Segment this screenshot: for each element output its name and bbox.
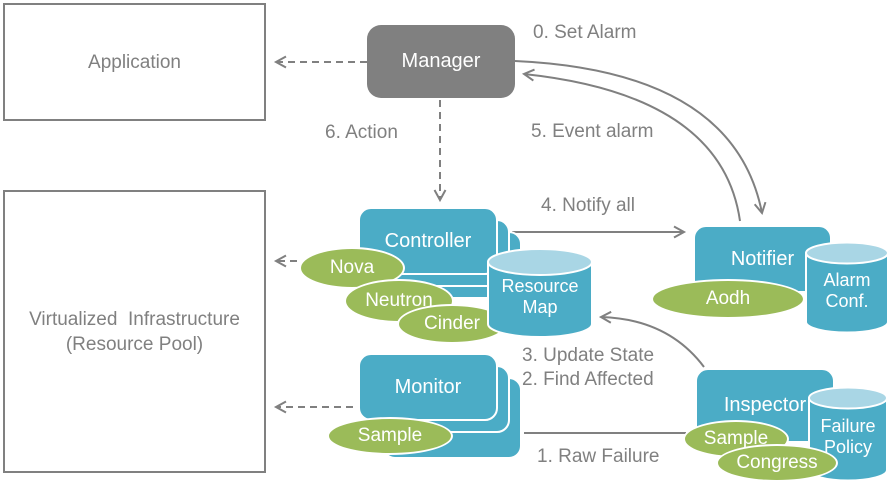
flow-label-raw-failure: 1. Raw Failure — [537, 446, 660, 467]
manager-label: Manager — [401, 50, 481, 72]
alarm-conf-cylinder: Alarm Conf. — [803, 241, 891, 335]
failure-policy-label-line1: Failure — [820, 416, 876, 436]
alarm-conf-cylinder-shape — [805, 241, 889, 334]
flow-label-event-alarm: 5. Event alarm — [531, 121, 654, 142]
congress-ellipse: Congress — [716, 444, 838, 482]
controller-label: Controller — [384, 229, 472, 252]
notifier-label: Notifier — [730, 247, 795, 270]
cinder-label: Cinder — [424, 313, 480, 334]
resource-map-cylinder: Resource Map — [485, 248, 595, 340]
set-alarm-arrow — [514, 60, 767, 216]
resource-map-label-line2: Map — [522, 297, 558, 317]
manager-box: Manager — [367, 25, 515, 98]
resource-map-label-line1: Resource — [501, 276, 579, 296]
flow-label-find-affected: 2. Find Affected — [522, 369, 654, 390]
sample-inspector-label: Sample — [703, 428, 769, 449]
sample-monitor-ellipse: Sample — [327, 417, 453, 455]
alarm-conf-label-line2: Conf. — [825, 291, 869, 311]
update-state-arrow — [598, 310, 705, 368]
flow-label-notify-all: 4. Notify all — [541, 195, 635, 216]
virtualized-infrastructure-label-line1: Virtualized Infrastructure — [29, 308, 240, 330]
application-label: Application — [88, 51, 181, 73]
nova-label: Nova — [329, 257, 375, 278]
inspector-label: Inspector — [723, 394, 807, 416]
failure-policy-label-line2: Policy — [823, 437, 872, 457]
event-alarm-arrow — [521, 68, 741, 222]
virtualized-infrastructure-label-line2: (Resource Pool) — [65, 333, 204, 355]
aodh-label: Aodh — [705, 288, 751, 309]
monitor-box: Monitor — [358, 353, 498, 421]
flow-label-set-alarm: 0. Set Alarm — [533, 22, 637, 43]
sample-monitor-label: Sample — [357, 425, 423, 446]
congress-label: Congress — [736, 452, 818, 473]
flow-label-action: 6. Action — [325, 122, 398, 143]
monitor-label: Monitor — [394, 375, 462, 398]
aodh-ellipse: Aodh — [651, 279, 805, 319]
virtualized-infrastructure-box: Virtualized Infrastructure (Resource Poo… — [3, 190, 266, 473]
alarm-conf-label-line1: Alarm — [823, 270, 871, 290]
application-box: Application — [3, 3, 266, 121]
resource-map-cylinder-shape — [487, 248, 593, 338]
flow-label-update-state: 3. Update State — [522, 345, 655, 366]
neutron-label: Neutron — [365, 290, 433, 311]
